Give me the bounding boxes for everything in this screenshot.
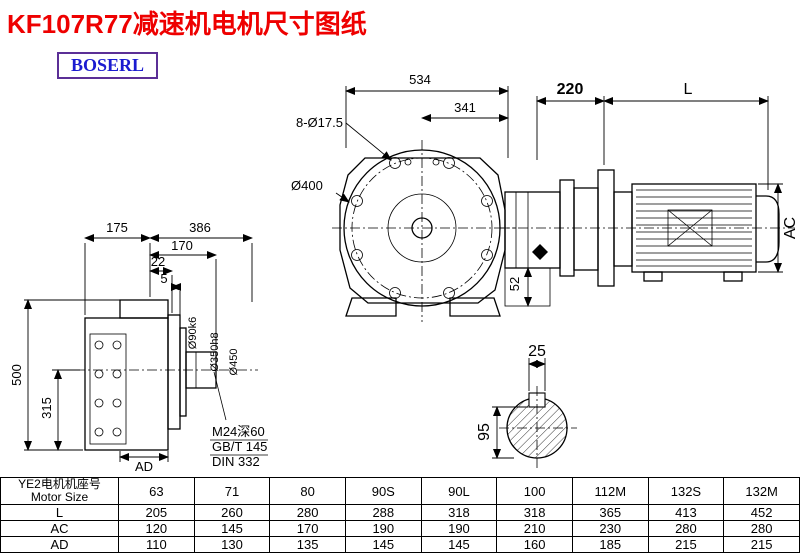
- flange-od-label: Ø450: [228, 349, 240, 376]
- size-value-cell: 452: [723, 504, 800, 521]
- dim-315-label: 315: [39, 397, 54, 419]
- dimension-row-label: AD: [0, 536, 119, 553]
- dim-386-label: 386: [189, 220, 211, 235]
- dim-170-label: 170: [171, 238, 193, 253]
- size-value-cell: 185: [571, 536, 649, 553]
- dim-5-label: 5: [160, 271, 167, 286]
- front-view: 534 341 8-Ø17.5 Ø400: [291, 72, 516, 322]
- size-value-cell: 230: [571, 520, 649, 537]
- size-value-cell: 120: [118, 520, 195, 537]
- key-width-label: 25: [528, 343, 546, 360]
- dimension-row-label: L: [0, 504, 119, 521]
- size-value-cell: 135: [269, 536, 346, 553]
- size-value-cell: 260: [193, 504, 271, 521]
- size-value-cell: 190: [344, 520, 422, 537]
- dim-500-label: 500: [9, 364, 24, 386]
- size-value-cell: 280: [723, 520, 800, 537]
- dim-175-label: 175: [106, 220, 128, 235]
- motor-size-header-cn: YE2电机机座号: [18, 477, 101, 491]
- spigot-diameter-label: Ø350h8: [209, 332, 221, 371]
- side-view: 220 L AC 52: [500, 81, 799, 307]
- table-row-ac: AC 120 145 170 190 190 210 230 280 280: [0, 520, 800, 537]
- size-value-cell: 318: [496, 504, 573, 521]
- size-value-cell: 215: [723, 536, 800, 553]
- size-column-header: 80: [269, 477, 346, 505]
- size-column-header: 90S: [344, 477, 422, 505]
- size-value-cell: 170: [269, 520, 346, 537]
- motor-size-table: YE2电机机座号 Motor Size 63 71 80 90S 90L 100…: [0, 477, 800, 553]
- size-column-header: 112M: [571, 477, 649, 505]
- size-value-cell: 318: [420, 504, 498, 521]
- size-value-cell: 288: [344, 504, 422, 521]
- table-row-ad: AD 110 130 135 145 145 160 185 215 215: [0, 536, 800, 553]
- dim-220-label: 220: [557, 81, 584, 98]
- dim-l-label: L: [684, 81, 693, 98]
- size-value-cell: 190: [420, 520, 498, 537]
- dim-341-label: 341: [454, 100, 476, 115]
- size-column-header: 71: [193, 477, 271, 505]
- size-value-cell: 130: [193, 536, 271, 553]
- size-value-cell: 215: [647, 536, 725, 553]
- size-column-header: 100: [496, 477, 573, 505]
- size-value-cell: 160: [496, 536, 573, 553]
- gb-standard-label: GB/T 145: [212, 439, 267, 454]
- page-title: KF107R77减速机电机尺寸图纸: [7, 9, 367, 39]
- flange-diameter-label: Ø400: [291, 178, 323, 193]
- tap-note-label: M24深60: [212, 424, 265, 439]
- dim-ac-label: AC: [782, 217, 799, 239]
- motor-size-header-en: Motor Size: [30, 490, 89, 504]
- size-column-header: 90L: [420, 477, 498, 505]
- size-value-cell: 365: [571, 504, 649, 521]
- size-value-cell: 413: [647, 504, 725, 521]
- size-column-header: 132M: [723, 477, 800, 505]
- bevel-gear-symbol: [532, 244, 548, 260]
- dim-ad-label: AD: [135, 459, 153, 474]
- motor-size-header: YE2电机机座号 Motor Size: [0, 477, 119, 505]
- size-value-cell: 145: [344, 536, 422, 553]
- din-standard-label: DIN 332: [212, 454, 260, 469]
- table-row-l: L 205 260 280 288 318 318 365 413 452: [0, 504, 800, 521]
- dimension-row-label: AC: [0, 520, 119, 537]
- shaft-section-view: 25 95: [476, 343, 577, 470]
- size-value-cell: 280: [269, 504, 346, 521]
- dim-22-label: 22: [151, 254, 165, 269]
- size-value-cell: 145: [420, 536, 498, 553]
- size-value-cell: 110: [118, 536, 195, 553]
- dim-534-label: 534: [409, 72, 431, 87]
- size-column-header: 63: [118, 477, 195, 505]
- technical-drawing: 534 341 8-Ø17.5 Ø400 220: [9, 72, 799, 474]
- shaft-diameter-label: Ø90k6: [187, 317, 199, 349]
- size-column-header: 132S: [647, 477, 725, 505]
- dim-52-label: 52: [507, 277, 522, 291]
- left-side-view: 175 386 170 22 5 500 315 Ø90k6 Ø350h8 Ø4…: [9, 220, 268, 474]
- table-header-row: YE2电机机座号 Motor Size 63 71 80 90S 90L 100…: [0, 477, 800, 505]
- shaft-height-label: 95: [476, 423, 493, 441]
- bolt-holes-label: 8-Ø17.5: [296, 115, 343, 130]
- size-value-cell: 205: [118, 504, 195, 521]
- size-value-cell: 280: [647, 520, 725, 537]
- size-value-cell: 145: [193, 520, 271, 537]
- size-value-cell: 210: [496, 520, 573, 537]
- brand-logo: BOSERL: [57, 52, 159, 79]
